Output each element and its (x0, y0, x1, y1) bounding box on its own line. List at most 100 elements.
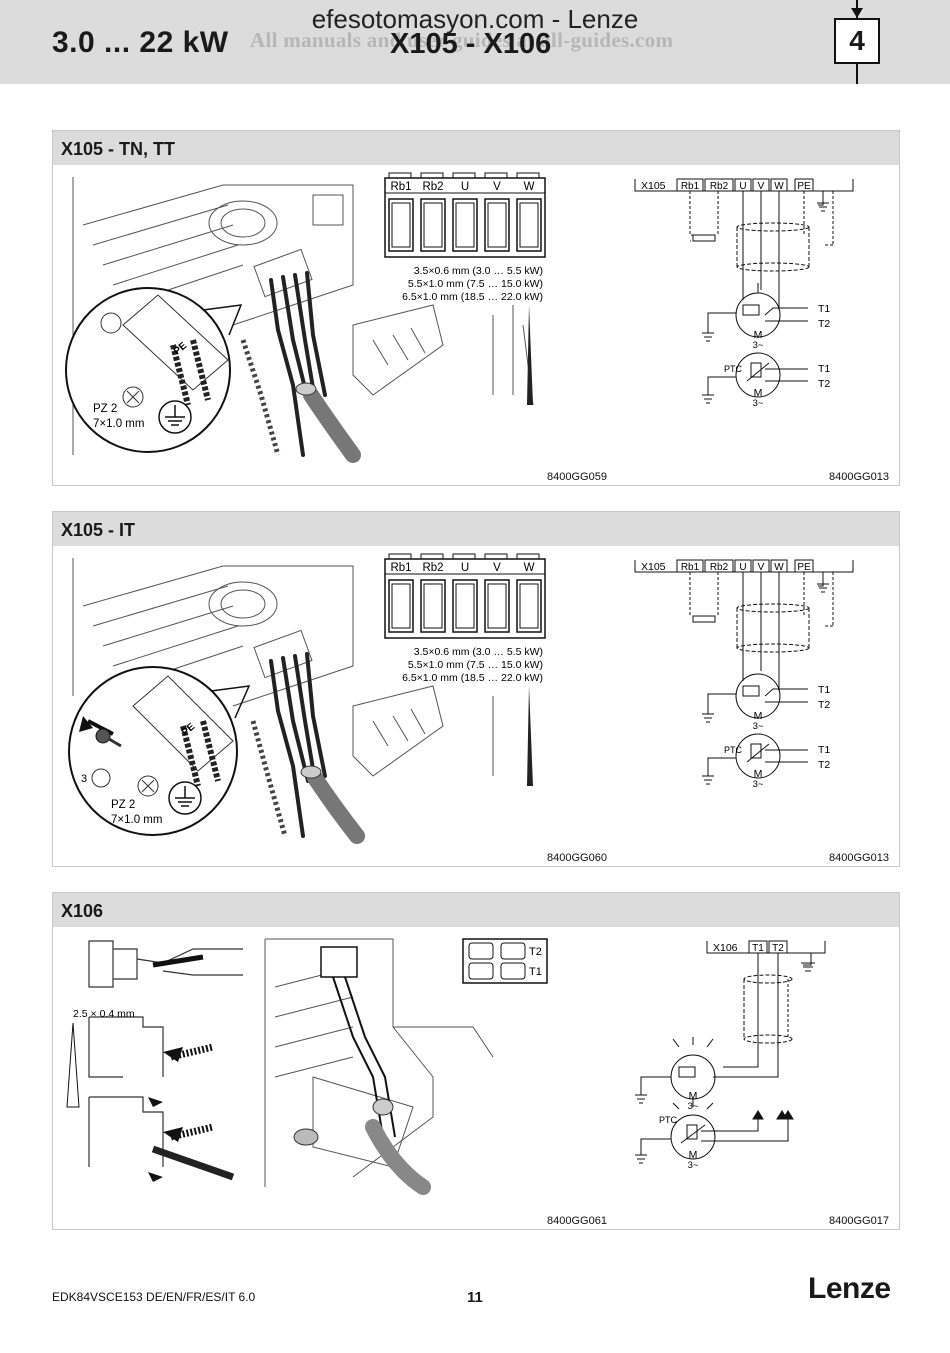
phase-label: 3~ (753, 779, 764, 790)
connector-label: X105 (641, 561, 666, 573)
pin-label: T2 (772, 943, 784, 954)
tool-label: PZ 2 (111, 799, 135, 811)
terminal-label: T1 (529, 966, 542, 978)
pin-label: T1 (752, 943, 764, 954)
t2-label: T2 (818, 699, 830, 711)
pin-label: Rb1 (681, 181, 700, 192)
pin-label: W (774, 181, 784, 192)
pin-label: Rb1 (681, 562, 700, 573)
page-header: 3.0 ... 22 kW All manuals and user guide… (0, 0, 950, 84)
screwdriver-spec: 3.5×0.6 mm (3.0 … 5.5 kW) (414, 646, 543, 658)
screwdriver-icon (66, 1022, 80, 1108)
terminal-label: Rb1 (390, 562, 411, 574)
figure-code: 8400GG060 (547, 852, 607, 864)
circuit-schematic: X105 Rb1 Rb2 U V W PE (634, 178, 854, 409)
figure-code: 8400GG017 (829, 1215, 889, 1227)
phase-label: 3~ (753, 340, 764, 351)
page-number: 11 (467, 1289, 483, 1306)
pin-label: U (739, 181, 746, 192)
screwdriver-icon (527, 305, 533, 405)
wiring-illustration: 2.5 × 0.4 mm (66, 938, 826, 1195)
section-x105-it: X105 - IT (52, 511, 900, 867)
terminal-label: V (493, 562, 501, 574)
circuit-schematic: X105 Rb1 Rb2 U V W PE (634, 559, 854, 790)
ptc-label: PTC (659, 1115, 678, 1125)
x106-connector (320, 946, 358, 978)
figure-code: 8400GG013 (829, 471, 889, 483)
section-x105-tn-tt: X105 - TN, TT (52, 130, 900, 486)
chapter-marker-line (856, 64, 858, 84)
phase-label: 3~ (688, 1160, 699, 1171)
step-number: 3 (81, 773, 87, 785)
watermark-text: All manuals and user guides at all-guide… (250, 28, 674, 52)
figure-code: 8400GG013 (829, 852, 889, 864)
screwdriver-spec: 6.5×1.0 mm (18.5 … 22.0 kW) (402, 291, 543, 303)
figure-code: 8400GG059 (547, 471, 607, 483)
site-banner: efesotomasyon.com - Lenze (311, 4, 639, 34)
phase-label: 3~ (688, 1101, 699, 1112)
t2-label: T2 (818, 759, 830, 771)
pin-label: V (758, 562, 765, 573)
torque-label: 7×1.0 mm (111, 814, 162, 826)
screw-icon (122, 386, 144, 408)
pin-label: Rb2 (710, 562, 729, 573)
motor-label: M (754, 387, 763, 399)
chapter-number: 4 (834, 18, 880, 64)
screwdriver-spec: 3.5×0.6 mm (3.0 … 5.5 kW) (414, 265, 543, 277)
terminal-label: Rb1 (390, 181, 411, 193)
terminal-label: U (461, 562, 469, 574)
pin-label: Rb2 (710, 181, 729, 192)
connector-label: X106 (713, 942, 738, 954)
terminal-label: Rb2 (422, 562, 443, 574)
section-title: X106 (53, 893, 899, 927)
hex-screw-icon (91, 768, 111, 788)
ptc-label: PTC (724, 745, 743, 755)
figure-code: 8400GG061 (547, 1215, 607, 1227)
pin-label: PE (797, 181, 811, 192)
phase-label: 3~ (753, 721, 764, 732)
section-x106: X106 2.5 × 0.4 mm (52, 892, 900, 1230)
wiring-illustration: PE PZ 2 7×1.0 mm Rb1 Rb2 U (65, 172, 854, 463)
page-title: X105 - X106 (390, 28, 552, 60)
pliers-icon (152, 954, 204, 968)
section-title: X105 - TN, TT (53, 131, 899, 165)
x106-terminal-block: T2 T1 (462, 938, 548, 984)
torque-label: 7×1.0 mm (93, 418, 144, 430)
arrow-icon (148, 1097, 163, 1182)
terminal-label: W (524, 181, 535, 193)
motor-label: M (754, 768, 763, 780)
terminal-label: Rb2 (422, 181, 443, 193)
motor-label: M (689, 1090, 698, 1102)
connector-label: X105 (641, 180, 666, 192)
screw-icon (137, 775, 159, 797)
motor-label: M (754, 710, 763, 722)
arrow-icon (163, 1047, 183, 1142)
terminal-label: U (461, 181, 469, 193)
t1-label: T1 (818, 303, 830, 315)
pin-label: PE (797, 562, 811, 573)
t1-label: T1 (818, 684, 830, 696)
pin-label: V (758, 181, 765, 192)
pin-label: U (739, 562, 746, 573)
terminal-block: Rb1 Rb2 U V W (384, 553, 546, 639)
ptc-label: PTC (724, 364, 743, 374)
screwdriver-spec: 6.5×1.0 mm (18.5 … 22.0 kW) (402, 672, 543, 684)
terminal-label: V (493, 181, 501, 193)
lenze-logo: Lenze (808, 1272, 891, 1305)
circuit-schematic: X106 T1 T2 (635, 940, 826, 1171)
strip-spec: 2.5 × 0.4 mm (73, 1008, 135, 1020)
phase-label: 3~ (753, 398, 764, 409)
document-id: EDK84VSCE153 DE/EN/FR/ES/IT 6.0 (52, 1290, 256, 1304)
screwdriver-icon (527, 686, 533, 786)
t1-label: T1 (818, 744, 830, 756)
pin-label: W (774, 562, 784, 573)
t1-label: T1 (818, 363, 830, 375)
wiring-illustration: 3 PE PZ 2 7×1.0 mm Rb (68, 553, 854, 844)
tool-label: PZ 2 (93, 403, 117, 415)
terminal-label: W (524, 562, 535, 574)
t2-label: T2 (818, 378, 830, 390)
screwdriver-spec: 5.5×1.0 mm (7.5 … 15.0 kW) (408, 659, 543, 671)
section-title: X105 - IT (53, 512, 899, 546)
chapter-arrow-icon (851, 8, 863, 18)
screwdriver-spec: 5.5×1.0 mm (7.5 … 15.0 kW) (408, 278, 543, 290)
